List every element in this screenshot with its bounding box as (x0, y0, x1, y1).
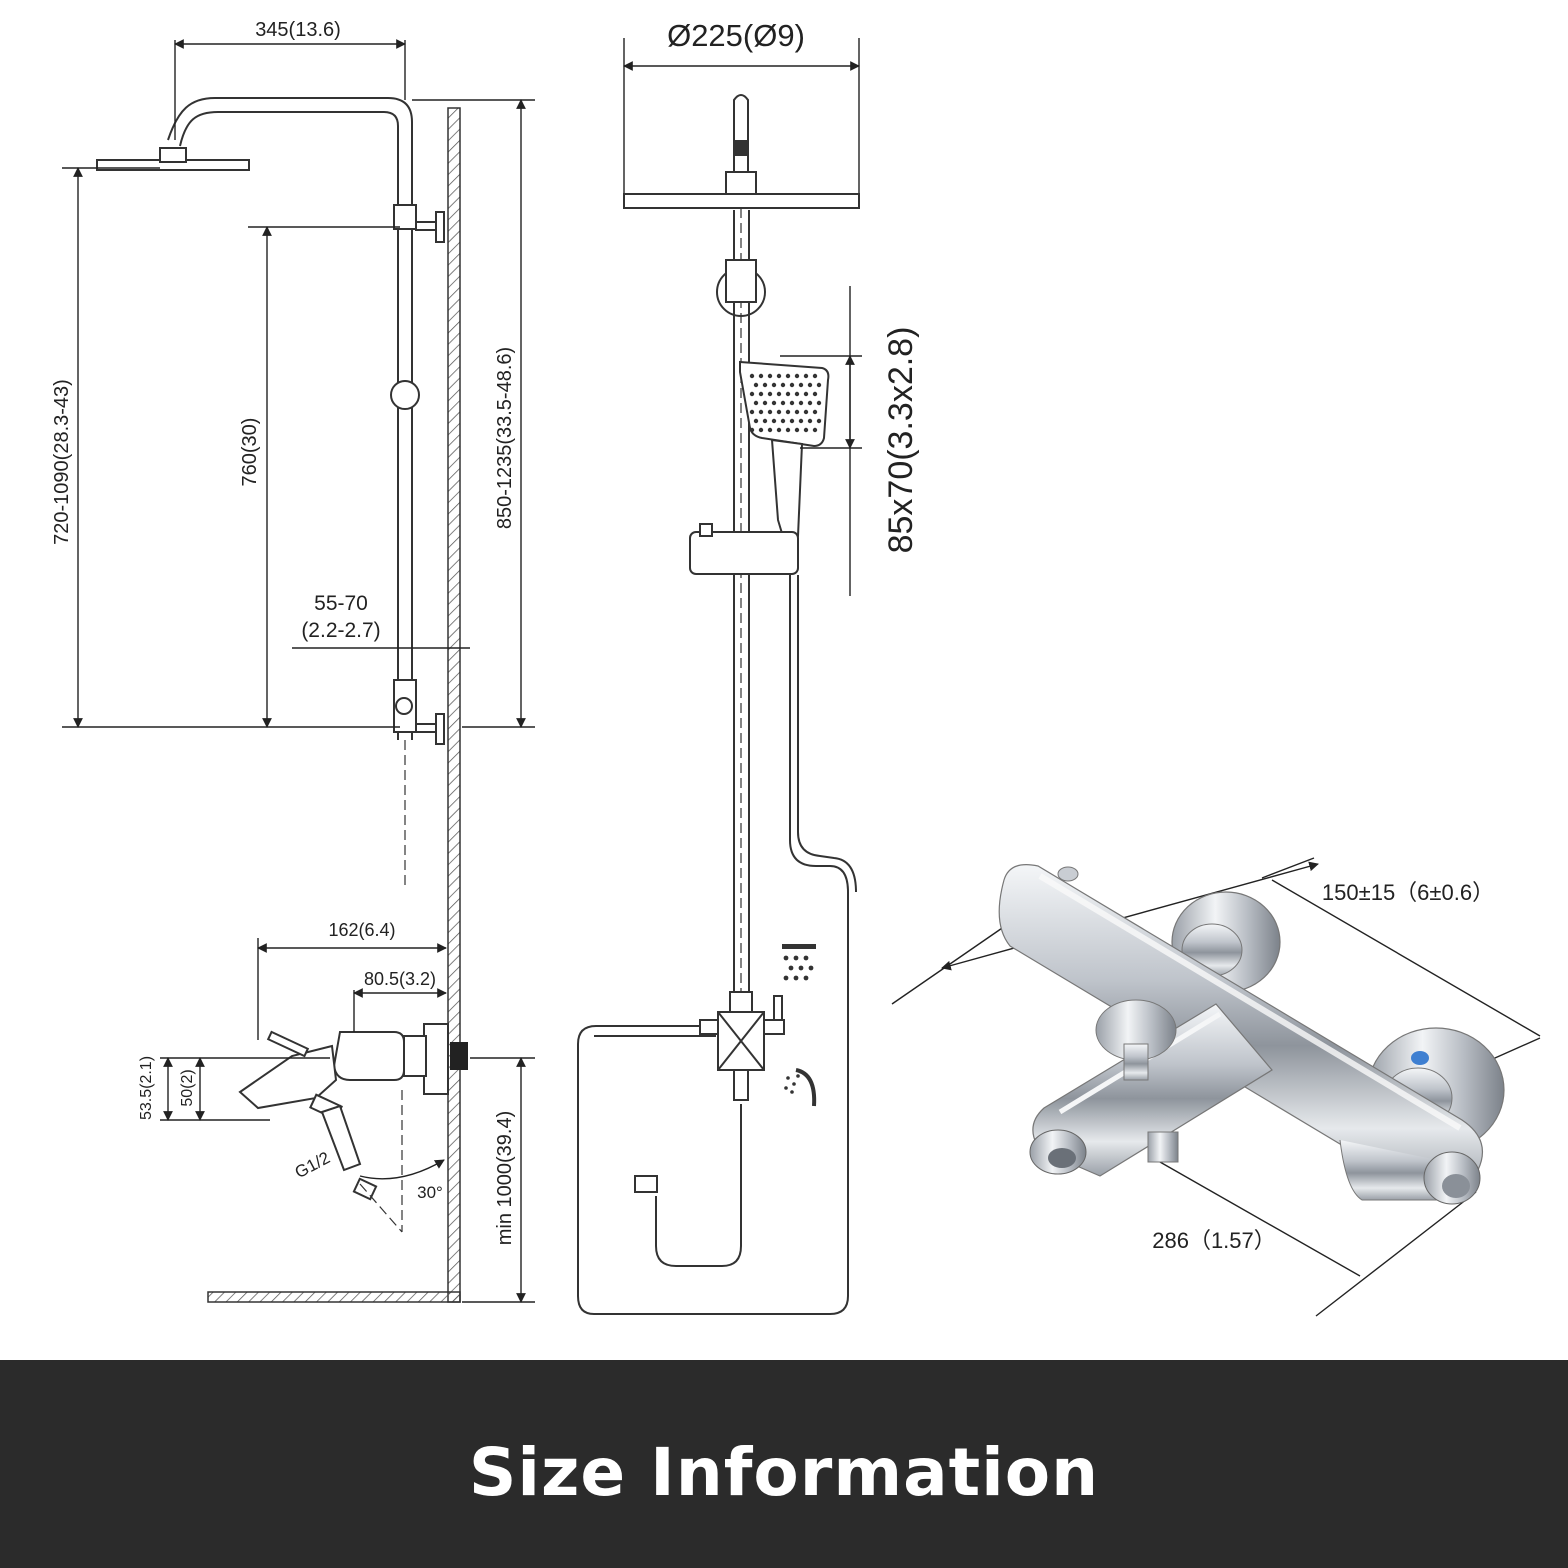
dim-wall-offset-in: (2.2-2.7) (301, 619, 380, 642)
nozzle-dot (767, 391, 773, 397)
dim-min-floor: min 1000(39.4) (494, 1111, 516, 1246)
nozzle-dot (816, 382, 822, 388)
dim-mixer-centers: 150±15（6±0.6） (1322, 880, 1494, 905)
nozzle-dot (780, 400, 786, 406)
nozzle-dot (812, 391, 818, 397)
nozzle-dot (807, 400, 813, 406)
dim-head-height: 720-1090(28.3-43) (51, 379, 73, 545)
slider-holder (689, 531, 799, 575)
hand-shower (739, 360, 830, 542)
front-shower-head (623, 193, 860, 209)
nozzle-dot (753, 418, 759, 424)
nozzle-dot (803, 373, 809, 379)
nozzle-dot (749, 373, 755, 379)
dim-arm-reach: 345(13.6) (255, 19, 341, 41)
nozzle-dot (816, 418, 822, 424)
nozzle-dot (803, 409, 809, 415)
front-view: Ø225(Ø9) 85x70(3.3x2.8) (577, 18, 920, 1315)
nozzle-dot (794, 391, 800, 397)
nozzle-dot (785, 391, 791, 397)
nozzle-dot (794, 409, 800, 415)
mixer-side (238, 1023, 468, 1233)
shower-arm (167, 97, 413, 740)
label-connector: G1/2 (292, 1148, 333, 1182)
nozzle-dot (767, 409, 773, 415)
nozzle-dot (780, 418, 786, 424)
nozzle-dot (776, 409, 782, 415)
nozzle-dot (780, 382, 786, 388)
nozzle-dot (812, 373, 818, 379)
mixer-perspective: 150±15（6±0.6） 286（1.57） (891, 857, 1541, 1317)
riser-slider (390, 380, 420, 410)
size-diagram: 345(13.6) 720-1090(28.3-43) 760(30) 850-… (51, 18, 1541, 1317)
dim-wall-offset: 55-70 (314, 592, 368, 615)
dim-hand-shower: 85x70(3.3x2.8) (882, 327, 920, 554)
nozzle-dot (762, 382, 768, 388)
nozzle-dot (803, 427, 809, 433)
nozzle-dot (812, 427, 818, 433)
nozzle-dot (749, 409, 755, 415)
nozzle-dot (767, 427, 773, 433)
nozzle-dot (798, 382, 804, 388)
nozzle-dot (776, 391, 782, 397)
nozzle-dot (807, 382, 813, 388)
hose (577, 575, 849, 1315)
side-view: 345(13.6) 720-1090(28.3-43) 760(30) 850-… (51, 19, 535, 1303)
nozzle-dot (753, 400, 759, 406)
dim-total-height: 850-1235(33.5-48.6) (494, 347, 516, 529)
nozzle-dot (771, 418, 777, 424)
nozzle-dot (762, 400, 768, 406)
nozzle-dot (758, 373, 764, 379)
nozzle-dot (798, 400, 804, 406)
nozzle-dot (758, 427, 764, 433)
nozzle-dot (816, 400, 822, 406)
nozzle-dot (771, 400, 777, 406)
nozzle-dot (785, 409, 791, 415)
nozzle-dot (776, 373, 782, 379)
diverter (699, 991, 785, 1101)
nozzle-dot (812, 409, 818, 415)
nozzle-dot (762, 418, 768, 424)
nozzle-dot (785, 373, 791, 379)
dim-bracket-spacing: 760(30) (239, 418, 261, 487)
upper-bracket (393, 204, 417, 230)
nozzle-dot (785, 427, 791, 433)
label-angle: 30° (417, 1183, 443, 1202)
nozzle-dot (767, 373, 773, 379)
nozzle-dot (798, 418, 804, 424)
hand-mode-icon (784, 1068, 817, 1107)
nozzle-dot (753, 382, 759, 388)
dim-spout-height-outer: 53.5(2.1) (138, 1056, 155, 1120)
dim-spout-height-inner: 50(2) (179, 1069, 196, 1106)
banner-title: Size Information (468, 1433, 1100, 1511)
nozzle-dot (803, 391, 809, 397)
dim-mixer-length: 286（1.57） (1152, 1228, 1276, 1253)
nozzle-dot (789, 382, 795, 388)
nozzle-dot (807, 418, 813, 424)
nozzle-dot (794, 373, 800, 379)
rain-mode-icon (782, 944, 816, 981)
nozzle-dot (758, 391, 764, 397)
wall (447, 107, 461, 1303)
dim-head-diameter: Ø225(Ø9) (667, 18, 805, 53)
dim-mixer-depth: 162(6.4) (328, 920, 395, 940)
nozzle-dot (749, 427, 755, 433)
dim-mixer-body: 80.5(3.2) (364, 969, 436, 989)
nozzle-dot (789, 418, 795, 424)
nozzle-dot (758, 409, 764, 415)
floor (207, 1291, 461, 1303)
nozzle-dot (789, 400, 795, 406)
banner: Size Information (0, 1360, 1568, 1568)
nozzle-dot (771, 382, 777, 388)
nozzle-dot (776, 427, 782, 433)
nozzle-dot (794, 427, 800, 433)
nozzle-dot (749, 391, 755, 397)
